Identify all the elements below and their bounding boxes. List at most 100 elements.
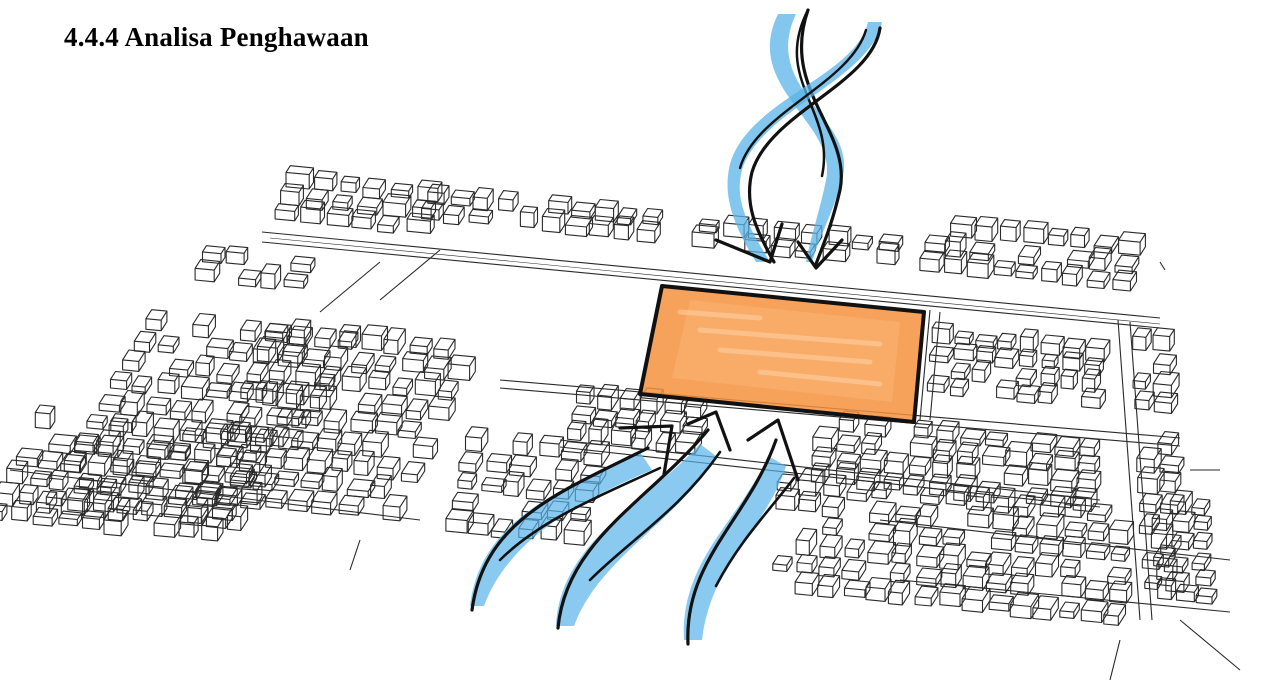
- building: [917, 568, 942, 586]
- building: [1088, 523, 1109, 541]
- building: [1193, 532, 1212, 549]
- building: [448, 355, 475, 381]
- building: [1018, 245, 1040, 265]
- building: [146, 310, 167, 331]
- building: [357, 197, 382, 215]
- building: [946, 485, 969, 506]
- building: [930, 346, 954, 363]
- building: [819, 557, 840, 577]
- building: [1065, 522, 1087, 538]
- building: [278, 383, 303, 409]
- building: [549, 195, 572, 214]
- building: [182, 376, 210, 400]
- building: [951, 378, 969, 396]
- building: [967, 253, 994, 278]
- building: [341, 176, 359, 192]
- building: [1016, 265, 1037, 279]
- building: [407, 213, 434, 233]
- building: [301, 473, 324, 489]
- building: [915, 586, 938, 606]
- building: [371, 474, 392, 498]
- building: [132, 411, 153, 437]
- building: [945, 250, 967, 274]
- building: [1063, 536, 1085, 557]
- building: [1089, 248, 1111, 271]
- building: [401, 462, 424, 483]
- city-context-drawing: [0, 166, 1240, 680]
- building: [1154, 392, 1177, 413]
- building: [1087, 271, 1110, 289]
- building: [473, 188, 493, 211]
- building: [884, 473, 903, 490]
- building: [179, 515, 198, 537]
- building: [269, 360, 291, 385]
- building: [393, 378, 413, 396]
- building: [377, 456, 400, 480]
- building: [301, 200, 325, 224]
- building: [266, 490, 287, 509]
- building: [170, 401, 191, 420]
- building: [1109, 520, 1133, 544]
- building: [378, 215, 400, 233]
- building: [1060, 602, 1080, 618]
- building: [951, 363, 970, 380]
- building: [852, 235, 872, 250]
- building: [87, 415, 107, 430]
- building: [1135, 391, 1154, 410]
- building: [123, 439, 144, 455]
- building: [1030, 453, 1053, 470]
- building: [795, 572, 819, 596]
- building: [877, 243, 899, 265]
- building: [797, 555, 817, 574]
- building: [1016, 369, 1036, 387]
- building: [59, 511, 82, 526]
- building: [884, 452, 908, 474]
- building: [452, 492, 478, 511]
- building: [482, 478, 506, 493]
- building: [513, 433, 532, 456]
- building: [415, 372, 440, 396]
- building: [997, 380, 1019, 399]
- building: [975, 217, 998, 242]
- building: [1026, 488, 1047, 505]
- building: [413, 437, 437, 459]
- east-road: [1118, 320, 1152, 620]
- building: [822, 496, 844, 518]
- building: [207, 383, 232, 399]
- building: [312, 491, 337, 515]
- building: [418, 180, 442, 202]
- building: [1119, 232, 1146, 256]
- building: [241, 320, 262, 341]
- building: [239, 270, 261, 287]
- building: [994, 261, 1015, 277]
- building: [857, 468, 880, 491]
- building: [972, 360, 990, 382]
- building: [406, 399, 428, 420]
- building: [193, 314, 216, 338]
- building: [202, 517, 223, 541]
- building: [976, 481, 1000, 503]
- building: [451, 190, 474, 206]
- building: [358, 393, 381, 414]
- building: [1061, 559, 1080, 577]
- building: [284, 273, 308, 288]
- building: [526, 479, 551, 500]
- building: [845, 539, 864, 558]
- building: [1061, 369, 1077, 389]
- building: [288, 489, 314, 511]
- building: [1080, 438, 1100, 456]
- building: [352, 210, 376, 230]
- building: [1085, 580, 1108, 600]
- building: [339, 495, 364, 515]
- building: [820, 535, 842, 559]
- building: [921, 488, 944, 505]
- building: [0, 482, 19, 507]
- building: [595, 200, 618, 222]
- building: [154, 418, 179, 444]
- building: [556, 459, 578, 482]
- building: [520, 206, 537, 227]
- building: [1042, 261, 1062, 282]
- building: [469, 209, 492, 224]
- building: [910, 435, 936, 458]
